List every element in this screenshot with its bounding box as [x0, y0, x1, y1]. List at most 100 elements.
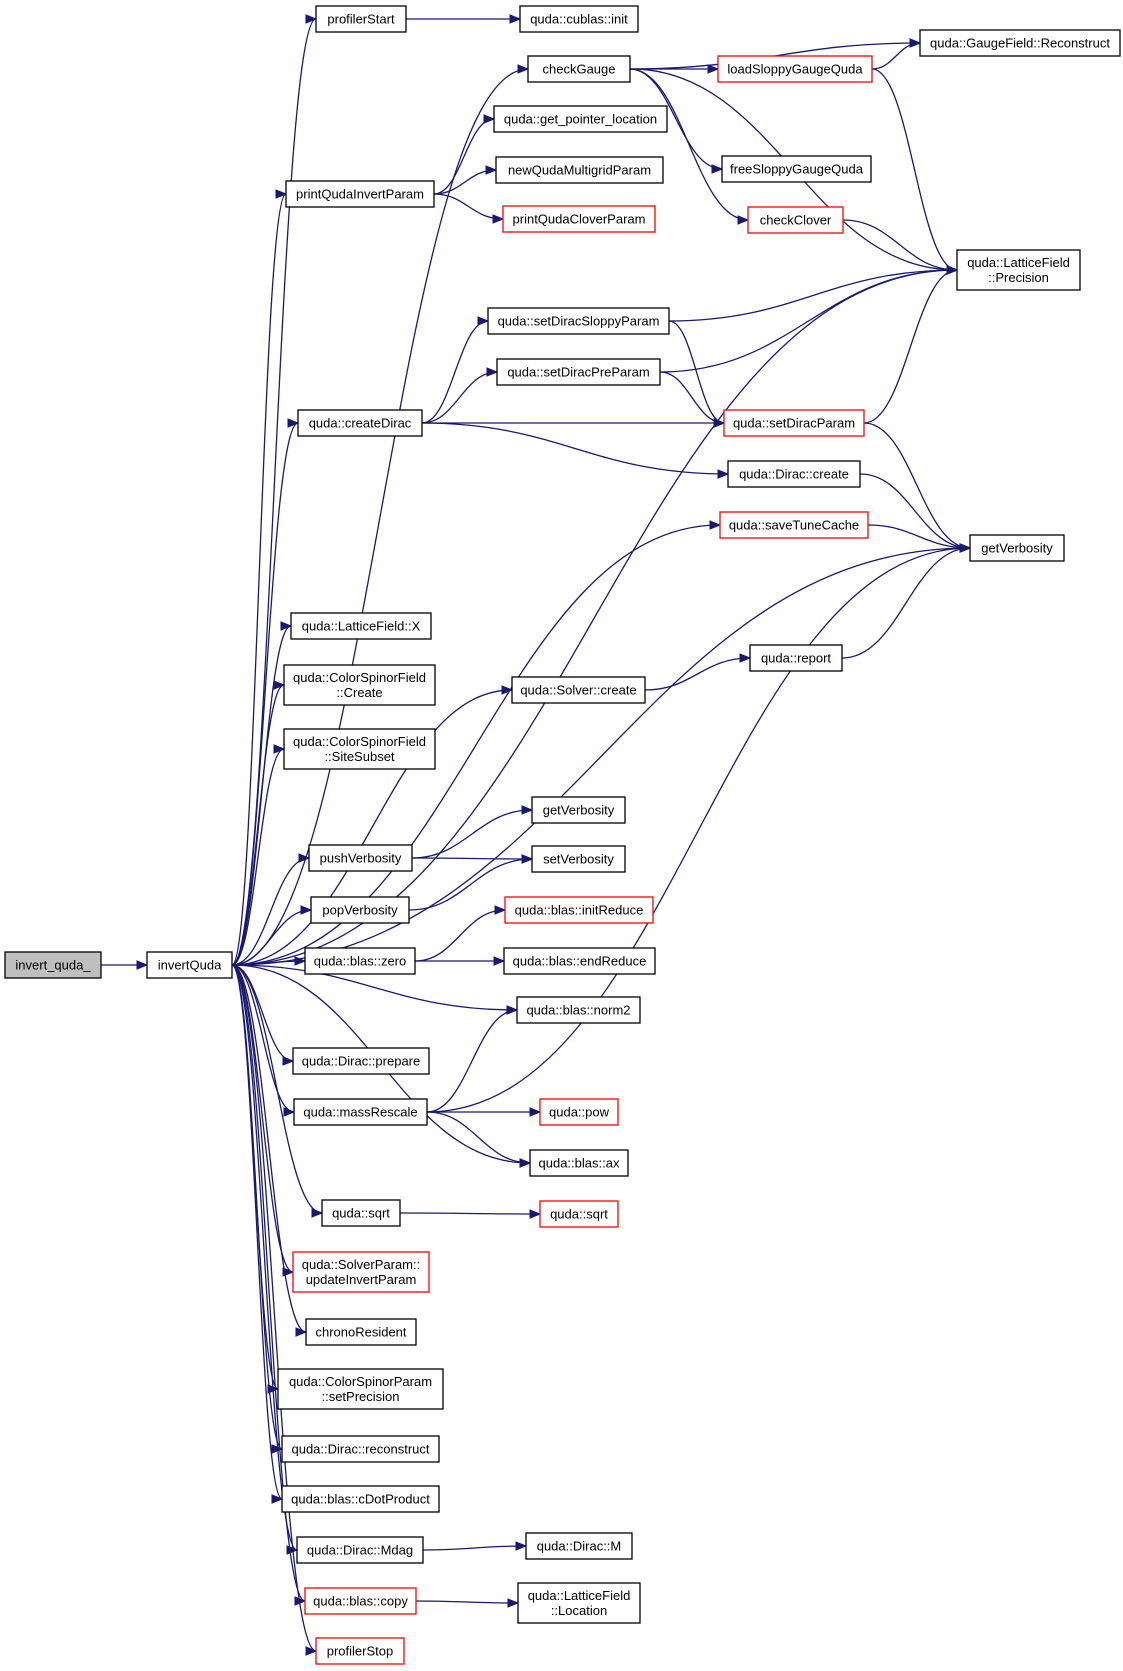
node-freesloppy[interactable]: freeSloppyGaugeQuda — [721, 155, 872, 183]
node-savetunecache[interactable]: quda::saveTuneCache — [719, 511, 869, 539]
edges-layer — [101, 14, 972, 1656]
node-csf-sitesubset[interactable]: quda::ColorSpinorField::SiteSubset — [283, 728, 436, 770]
node-updateinvertparam[interactable]: quda::SolverParam::updateInvertParam — [292, 1251, 430, 1293]
node-solver-create[interactable]: quda::Solver::create — [511, 676, 646, 704]
node-lf-location[interactable]: quda::LatticeField::Location — [517, 1582, 641, 1624]
edge-invertquda-to-blas-copy — [231, 964, 306, 1602]
node-label: profilerStop — [327, 1644, 393, 1659]
edge-createdirac-to-dirac-create — [421, 422, 729, 475]
node-label: profilerStart — [327, 12, 395, 27]
node-gf-reconstruct[interactable]: quda::GaugeField::Reconstruct — [919, 29, 1121, 57]
node-getverbosity-m[interactable]: getVerbosity — [531, 796, 626, 824]
node-profilerstop[interactable]: profilerStop — [315, 1637, 405, 1665]
node-report[interactable]: quda::report — [749, 644, 843, 672]
edge-setdiracpreparam-to-setdiracparam-arrowhead — [713, 418, 726, 428]
node-box — [277, 1368, 444, 1410]
node-dirac-create[interactable]: quda::Dirac::create — [727, 460, 861, 488]
node-createdirac[interactable]: quda::createDirac — [297, 409, 423, 437]
node-profilerstart[interactable]: profilerStart — [315, 5, 407, 33]
node-invertquda[interactable]: invertQuda — [146, 951, 233, 979]
edge-setdiracpreparam-to-lf-precision — [659, 269, 958, 373]
node-checkclover[interactable]: checkClover — [747, 206, 844, 234]
node-printqudainvertparam[interactable]: printQudaInvertParam — [285, 180, 435, 208]
node-blas-ax[interactable]: quda::blas::ax — [529, 1149, 629, 1177]
node-cublas-init[interactable]: quda::cublas::init — [519, 5, 639, 33]
edge-profilerstart-to-cublas-init-arrowhead — [509, 14, 522, 24]
node-blas-zero[interactable]: quda::blas::zero — [304, 947, 416, 975]
node-lf-precision[interactable]: quda::LatticeField::Precision — [956, 249, 1081, 291]
node-blas-copy[interactable]: quda::blas::copy — [304, 1587, 417, 1615]
node-massrescale[interactable]: quda::massRescale — [293, 1098, 428, 1126]
node-box — [281, 1435, 440, 1463]
node-checkgauge[interactable]: checkGauge — [527, 55, 631, 83]
node-newqudamultigridparam[interactable]: newQudaMultigridParam — [495, 156, 664, 184]
node-csf-create[interactable]: quda::ColorSpinorField::Create — [283, 664, 436, 706]
node-setdiracparam[interactable]: quda::setDiracParam — [723, 409, 865, 437]
node-label: ::Precision — [988, 270, 1049, 285]
node-initreduce[interactable]: quda::blas::initReduce — [504, 896, 654, 924]
node-sqrt-r[interactable]: quda::sqrt — [539, 1200, 619, 1228]
edge-dirac-create-to-getverbosity-r — [859, 473, 971, 549]
node-label: quda::blas::zero — [314, 954, 407, 969]
node-dirac-mdag[interactable]: quda::Dirac::Mdag — [296, 1536, 424, 1564]
edge-invertquda-to-solver-create — [231, 689, 513, 966]
node-label: quda::blas::endReduce — [513, 954, 647, 969]
node-setdiracsloppyparam[interactable]: quda::setDiracSloppyParam — [487, 307, 670, 335]
node-box — [308, 844, 413, 872]
node-pushverbosity[interactable]: pushVerbosity — [308, 844, 413, 872]
node-box — [747, 206, 844, 234]
edge-invertquda-to-dirac-prepare-arrowhead — [282, 1056, 295, 1066]
node-get-pointer-location[interactable]: quda::get_pointer_location — [493, 105, 668, 133]
edge-invertquda-to-profilerstop-arrowhead — [305, 1646, 318, 1656]
node-pow[interactable]: quda::pow — [539, 1098, 619, 1126]
edge-solver-create-to-report-arrowhead — [739, 653, 752, 663]
node-popverbosity[interactable]: popVerbosity — [310, 896, 410, 924]
edge-createdirac-to-setdiracsloppyparam-arrowhead — [477, 316, 490, 326]
edge-invertquda-to-createdirac-arrowhead — [287, 418, 300, 428]
node-box — [146, 951, 233, 979]
node-sqrt-l[interactable]: quda::sqrt — [321, 1199, 401, 1227]
edge-blas-copy-to-lf-location-arrowhead — [507, 1598, 520, 1608]
node-setverbosity[interactable]: setVerbosity — [531, 845, 626, 873]
node-label: quda::Solver::create — [520, 683, 636, 698]
edge-checkgauge-to-checkclover-arrowhead — [737, 215, 750, 225]
node-invert-quda[interactable]: invert_quda_ — [4, 951, 102, 979]
node-box — [717, 55, 873, 83]
edge-pushverbosity-to-getverbosity-m — [411, 809, 533, 859]
edge-invertquda-to-printqudainvertparam-arrowhead — [275, 189, 288, 199]
node-loadsloppy[interactable]: loadSloppyGaugeQuda — [717, 55, 873, 83]
edge-printqudainvertparam-to-get-pointer-location-arrowhead — [483, 114, 496, 124]
node-norm2[interactable]: quda::blas::norm2 — [516, 996, 641, 1024]
node-box — [496, 358, 661, 386]
node-dirac-m[interactable]: quda::Dirac::M — [525, 1532, 633, 1560]
node-box — [719, 511, 869, 539]
node-endreduce[interactable]: quda::blas::endReduce — [503, 947, 656, 975]
node-dirac-prepare[interactable]: quda::Dirac::prepare — [292, 1047, 430, 1075]
node-box — [315, 5, 407, 33]
node-label: chronoResident — [315, 1325, 406, 1340]
node-label: printQudaInvertParam — [296, 187, 424, 202]
node-chronoresident[interactable]: chronoResident — [305, 1318, 417, 1346]
edge-pushverbosity-to-getverbosity-m-arrowhead — [521, 805, 534, 815]
node-label: quda::get_pointer_location — [504, 112, 657, 127]
node-lf-x[interactable]: quda::LatticeField::X — [290, 612, 432, 640]
node-dirac-reconstruct[interactable]: quda::Dirac::reconstruct — [281, 1435, 440, 1463]
node-cdotproduct[interactable]: quda::blas::cDotProduct — [281, 1485, 440, 1513]
edge-invertquda-to-profilerstop — [231, 964, 317, 1652]
node-label: quda::pow — [549, 1105, 610, 1120]
node-printqudacloverparam[interactable]: printQudaCloverParam — [502, 205, 656, 233]
node-box — [527, 55, 631, 83]
node-label: newQudaMultigridParam — [508, 163, 651, 178]
node-box — [721, 155, 872, 183]
node-label: quda::blas::cDotProduct — [291, 1492, 430, 1507]
node-setdiracpreparam[interactable]: quda::setDiracPreParam — [496, 358, 661, 386]
node-label: quda::blas::norm2 — [526, 1003, 630, 1018]
edge-setdiracparam-to-getverbosity-r — [863, 422, 971, 549]
node-getverbosity-r[interactable]: getVerbosity — [969, 534, 1065, 562]
edge-sqrt-l-to-sqrt-r — [399, 1212, 541, 1215]
edge-massrescale-to-pow-arrowhead — [529, 1107, 542, 1117]
node-csp-setprecision[interactable]: quda::ColorSpinorParam::setPrecision — [277, 1368, 444, 1410]
edge-blas-copy-to-lf-location — [415, 1600, 519, 1604]
edge-checkgauge-to-loadsloppy-arrowhead — [707, 64, 720, 74]
node-box — [495, 156, 664, 184]
